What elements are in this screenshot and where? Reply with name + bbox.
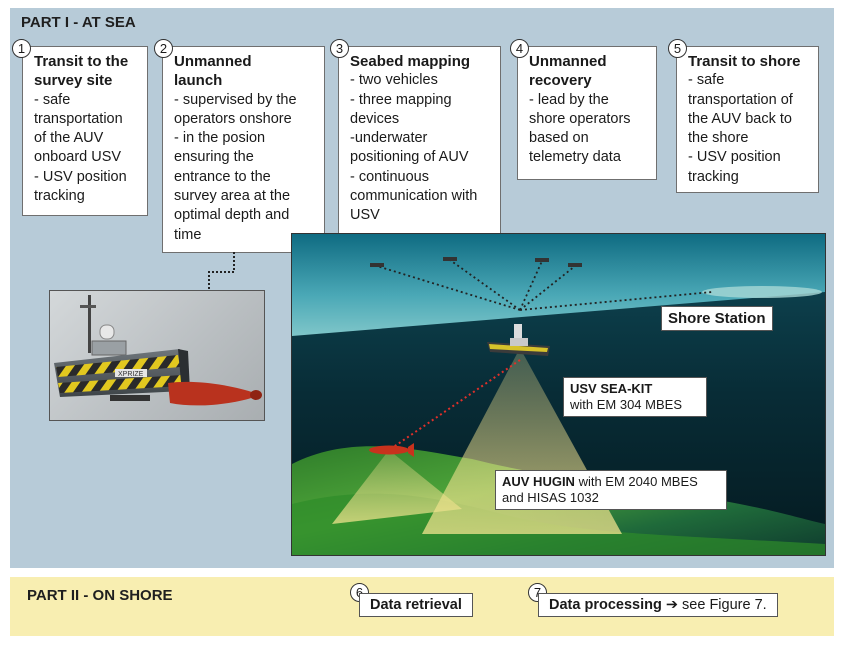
step-number-4: 4 xyxy=(510,39,529,58)
auv-label: AUV HUGIN with EM 2040 MBES and HISAS 10… xyxy=(495,470,727,510)
step-number-1: 1 xyxy=(12,39,31,58)
auv-label-name: AUV HUGIN xyxy=(502,474,575,489)
step-title-line: recovery xyxy=(529,72,592,90)
step-detail-line: - USV position xyxy=(688,149,781,166)
step-number-3: 3 xyxy=(330,39,349,58)
step-detail-line: communication with xyxy=(350,188,478,205)
step-detail-line: - three mapping xyxy=(350,91,452,108)
part1-title: PART I - AT SEA xyxy=(21,14,136,31)
data-retrieval-box: Data retrieval xyxy=(359,593,473,617)
step-box-unmanned-launch: Unmanned launch- supervised by the operato… xyxy=(162,46,325,253)
step-detail-line: onboard USV xyxy=(34,149,122,166)
figure-reference: see Figure 7. xyxy=(678,597,767,613)
auv-label-desc2: and HISAS 1032 xyxy=(502,490,599,505)
step-detail-line: time xyxy=(174,226,202,243)
auv-vehicle-icon xyxy=(369,443,414,457)
usv-auv-comm-link xyxy=(391,359,521,449)
step-detail-line: - safe xyxy=(34,91,71,108)
step-detail-line: USV xyxy=(350,207,380,224)
step-detail-line: -underwater xyxy=(350,130,428,147)
satellite-icons xyxy=(370,257,582,267)
step-detail-line: optimal depth and xyxy=(174,207,290,224)
usv-label-desc: with EM 304 MBES xyxy=(570,397,682,412)
step-detail-line: - two vehicles xyxy=(350,72,438,89)
step-detail-line: tracking xyxy=(34,188,85,205)
usv-label: USV SEA-KIT with EM 304 MBES xyxy=(563,377,707,417)
step-detail-line: telemetry data xyxy=(529,149,621,166)
step-number-5: 5 xyxy=(668,39,687,58)
step-title-line: Seabed mapping xyxy=(350,53,471,70)
step-detail-line: transportation of xyxy=(688,91,793,108)
step-box-transit-to-site: Transit to the survey site- safe transport… xyxy=(22,46,148,216)
step-detail-line: ensuring the xyxy=(174,149,254,166)
step-box-transit-to-shore: Transit to shore - safe transportation of t… xyxy=(676,46,819,193)
usv-photo: XPRIZE xyxy=(49,290,265,421)
step-detail-line: - in the posion xyxy=(174,130,266,147)
step-detail-line: the AUV back to xyxy=(688,110,792,127)
data-processing-title: Data processing xyxy=(549,597,662,613)
step-detail-line: devices xyxy=(350,110,400,127)
step-detail-line: entrance to the xyxy=(174,168,271,185)
step-detail-line: - continuous xyxy=(350,168,429,185)
step-title-line: launch xyxy=(174,72,223,90)
step-detail-line: - lead by the xyxy=(529,91,609,108)
step-title-line: survey site xyxy=(34,72,113,90)
step-box-seabed-mapping: Seabed mapping - two vehicles - three mapp… xyxy=(338,46,501,234)
step-number-2: 2 xyxy=(154,39,173,58)
auv-label-desc1: with EM 2040 MBES xyxy=(574,474,698,489)
shore-station-label: Shore Station xyxy=(661,306,773,331)
step-title-line: Transit to the xyxy=(34,53,129,70)
data-processing-box: Data processing ➔ see Figure 7. xyxy=(538,593,778,617)
step-detail-line: operators onshore xyxy=(174,110,292,127)
auv-sonar-beam xyxy=(332,450,462,524)
step-detail-line: of the AUV xyxy=(34,130,104,147)
step-detail-line: positioning of AUV xyxy=(350,149,469,166)
usv-label-name: USV SEA-KIT xyxy=(570,381,653,396)
launch-connector-line xyxy=(208,252,235,292)
usv-vessel-icon xyxy=(487,324,550,356)
part2-title: PART II - ON SHORE xyxy=(27,587,173,604)
step-title-line: Unmanned xyxy=(529,53,607,70)
step-detail-line: - USV position xyxy=(34,168,127,185)
step-detail-line: - supervised by the xyxy=(174,91,297,108)
xprize-logo-text: XPRIZE xyxy=(118,371,144,378)
step-detail-line: the shore xyxy=(688,130,749,147)
step-title-line: Unmanned xyxy=(174,53,252,70)
step-detail-line: tracking xyxy=(688,168,739,185)
step-title-line: Transit to shore xyxy=(688,53,801,70)
step-box-unmanned-recovery: Unmanned recovery- lead by the shore opera… xyxy=(517,46,657,180)
step-detail-line: transportation xyxy=(34,110,123,127)
step-detail-line: shore operators xyxy=(529,110,631,127)
arrow-right-icon: ➔ xyxy=(665,597,679,613)
step-detail-line: based on xyxy=(529,130,589,147)
step-detail-line: - safe xyxy=(688,72,725,89)
step-detail-line: survey area at the xyxy=(174,188,291,205)
